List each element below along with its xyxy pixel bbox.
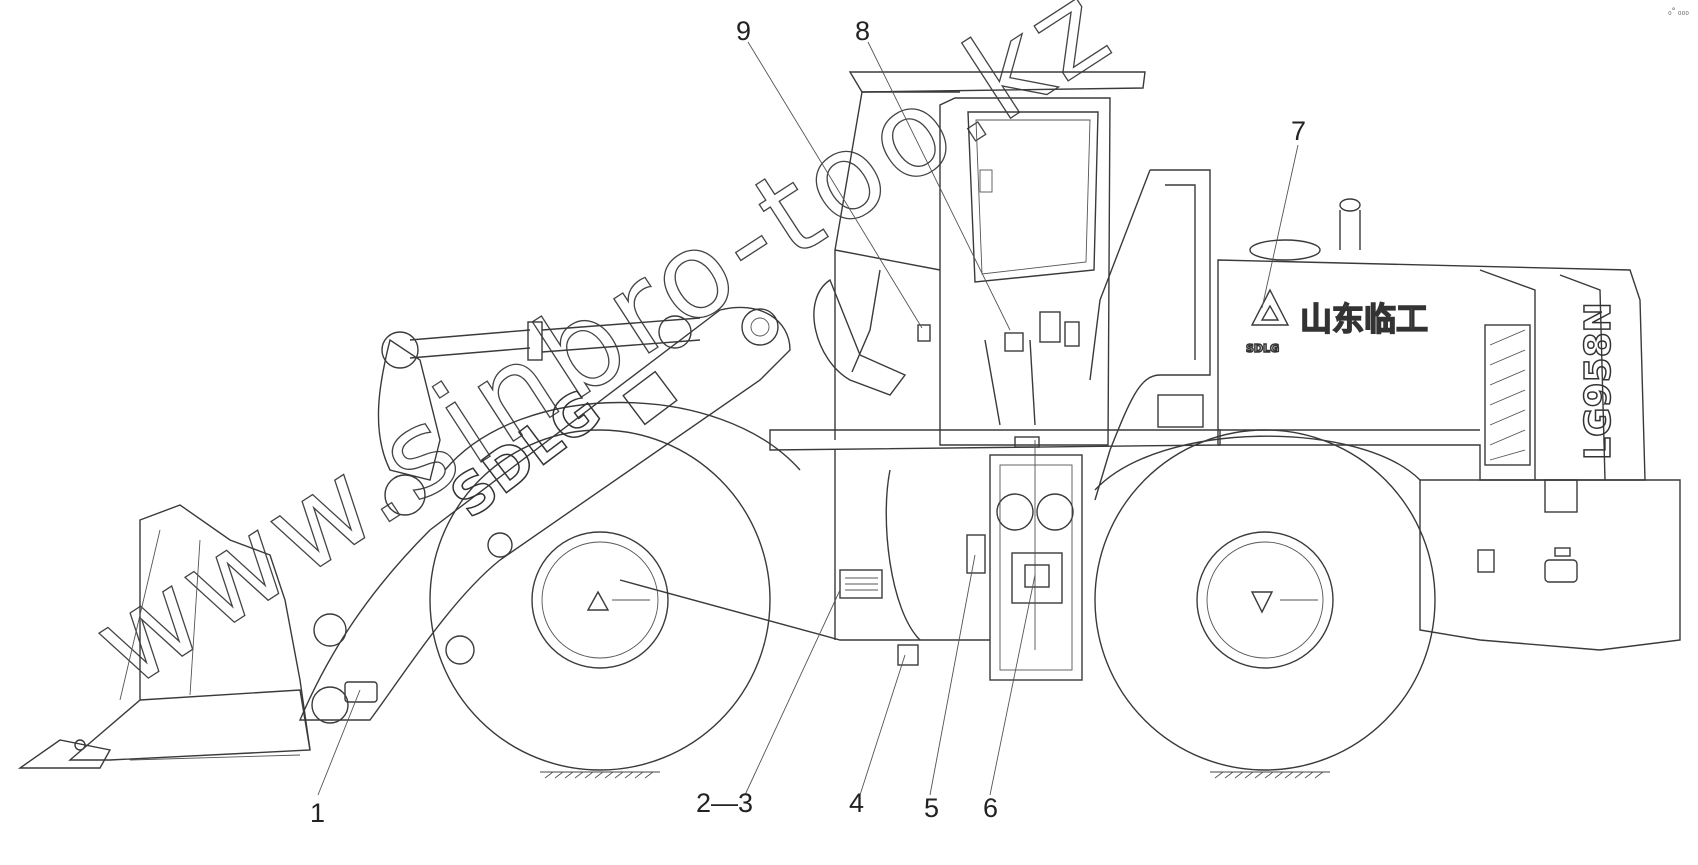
callout-1: 1 bbox=[310, 798, 325, 828]
callout-5: 5 bbox=[924, 793, 939, 823]
callout-6: 6 bbox=[983, 793, 998, 823]
callout-7: 7 bbox=[1291, 116, 1306, 146]
main-frame bbox=[619, 169, 1221, 681]
bucket bbox=[17, 504, 311, 769]
corner-mark: ₀° ₀₀₀ bbox=[1668, 6, 1689, 16]
callout-2-3: 2—3 bbox=[696, 788, 753, 818]
rear-fender bbox=[1094, 435, 1421, 491]
hood-brand-chinese: 山东临工 bbox=[1300, 300, 1428, 338]
cab bbox=[813, 71, 1146, 448]
rear-wheel bbox=[1094, 429, 1436, 779]
leader-lines bbox=[317, 41, 1299, 796]
decal-6 bbox=[1024, 564, 1050, 588]
callout-9: 9 bbox=[736, 16, 751, 46]
watermark-text: www.sinbro-too.kz bbox=[70, 0, 1136, 713]
front-wheel bbox=[429, 429, 771, 779]
hood-emblem-text: SDLG bbox=[1246, 342, 1279, 355]
decal-5 bbox=[966, 534, 986, 574]
front-fender bbox=[444, 401, 801, 471]
engine-hood: SDLG 山东临工 LG958N bbox=[1217, 198, 1681, 651]
callout-4: 4 bbox=[849, 788, 864, 818]
model-number: LG958N bbox=[1578, 302, 1619, 460]
callout-8: 8 bbox=[855, 16, 870, 46]
decal-plate-2-3 bbox=[839, 569, 883, 599]
decal-4 bbox=[897, 644, 919, 666]
